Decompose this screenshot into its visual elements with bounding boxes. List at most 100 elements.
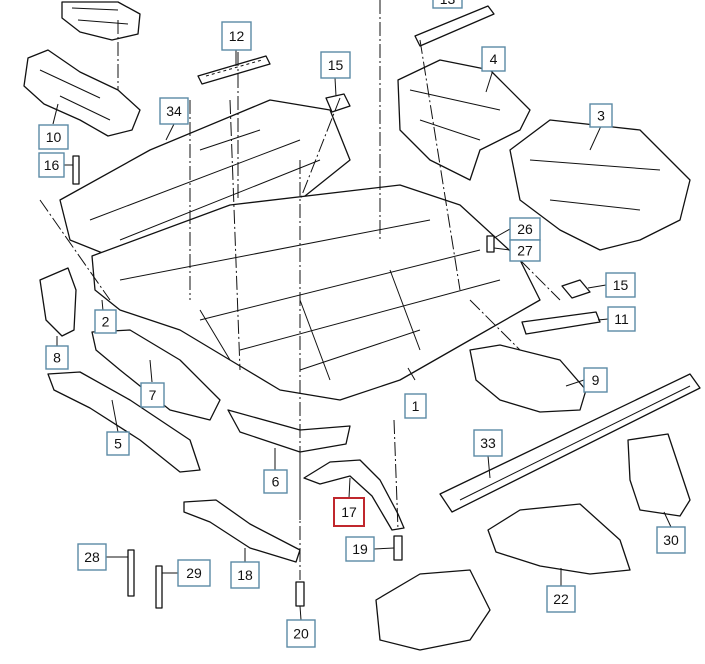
callout-30-box <box>656 526 686 554</box>
callout-17-label: 17 <box>341 504 357 520</box>
callout-30[interactable]: 30 <box>656 526 686 554</box>
part-26-27-bolt <box>486 235 495 253</box>
callout-8[interactable]: 8 <box>45 345 69 370</box>
callout-15-top-label: 15 <box>328 57 344 73</box>
callout-3[interactable]: 3 <box>589 103 613 128</box>
callout-20-label: 20 <box>293 626 309 642</box>
parts-drawing <box>23 0 701 651</box>
part-20-bolt <box>295 581 305 607</box>
part-34-rear-floor <box>59 99 351 261</box>
callout-27[interactable]: 27 <box>509 239 541 262</box>
callout-26-label: 26 <box>517 221 533 237</box>
part-5-side-rail <box>47 371 201 473</box>
callout-11-box <box>607 306 636 332</box>
callout-10-label: 10 <box>46 129 62 145</box>
callout-12-box <box>221 21 252 51</box>
callout-22-box <box>546 585 576 613</box>
part-19-bolt <box>393 535 403 561</box>
callout-18-label: 18 <box>237 567 253 583</box>
part-8-left-rail <box>39 267 77 337</box>
callout-27-box <box>509 239 541 262</box>
callout-7-label: 7 <box>149 387 157 403</box>
callout-10-box <box>38 124 69 150</box>
callout-33[interactable]: 33 <box>473 429 503 457</box>
callout-19-box <box>345 536 375 562</box>
callout-7-box <box>140 382 165 408</box>
callout-16[interactable]: 16 <box>38 152 65 178</box>
callout-6-box <box>263 469 288 494</box>
callout-29-box <box>177 559 211 587</box>
callout-33-box <box>473 429 503 457</box>
callout-3-box <box>589 103 613 128</box>
callout-1[interactable]: 1 <box>404 393 427 419</box>
callout-33-label: 33 <box>480 435 496 451</box>
callout-5[interactable]: 5 <box>106 431 130 456</box>
callout-13-label: 13 <box>440 0 456 7</box>
callout-12-label: 12 <box>229 28 245 44</box>
part-11-strip <box>521 311 601 335</box>
part-top-bracket <box>61 1 141 41</box>
callout-1-label: 1 <box>412 398 420 414</box>
callout-28-label: 28 <box>84 549 100 565</box>
callout-2[interactable]: 2 <box>94 309 117 334</box>
callout-10[interactable]: 10 <box>38 124 69 150</box>
callout-4-label: 4 <box>490 51 498 67</box>
callout-1-box <box>404 393 427 419</box>
callout-3-label: 3 <box>597 108 605 124</box>
callout-28-box <box>77 543 107 571</box>
callout-17[interactable]: 17 <box>333 497 365 527</box>
callout-8-box <box>45 345 69 370</box>
part-10-bracket <box>23 49 141 137</box>
callout-29[interactable]: 29 <box>177 559 211 587</box>
callout-22-label: 22 <box>553 591 569 607</box>
part-lower-bracket <box>375 569 491 651</box>
callout-18[interactable]: 18 <box>230 561 260 589</box>
callout-20[interactable]: 20 <box>286 619 316 648</box>
callout-4-box <box>481 46 506 72</box>
part-7-side-member <box>91 329 221 421</box>
callout-26[interactable]: 26 <box>509 217 541 241</box>
part-15-plate-right <box>561 279 591 299</box>
part-9-bracket <box>469 344 587 413</box>
callout-34[interactable]: 34 <box>159 97 189 125</box>
callout-5-box <box>106 431 130 456</box>
callout-28[interactable]: 28 <box>77 543 107 571</box>
callout-2-box <box>94 309 117 334</box>
callout-16-box <box>38 152 65 178</box>
callout-11-label: 11 <box>614 311 629 327</box>
part-28-stud <box>127 549 135 597</box>
callout-20-box <box>286 619 316 648</box>
callout-9-box <box>583 367 608 393</box>
callout-27-label: 27 <box>517 243 533 259</box>
callout-2-label: 2 <box>102 314 110 330</box>
callout-29-label: 29 <box>186 565 202 581</box>
part-30-side-bracket <box>627 433 691 517</box>
part-1-floor-pan <box>91 184 541 401</box>
callouts: 1 2 3 4 5 6 7 8 <box>38 0 686 648</box>
callout-9[interactable]: 9 <box>583 367 608 393</box>
callout-4[interactable]: 4 <box>481 46 506 72</box>
callout-11[interactable]: 11 <box>607 306 636 332</box>
callout-12[interactable]: 12 <box>221 21 252 51</box>
part-22-bracket <box>487 503 631 575</box>
callout-19[interactable]: 19 <box>345 536 375 562</box>
part-12-strip <box>197 55 271 85</box>
callout-5-label: 5 <box>114 436 122 452</box>
callout-13-box <box>432 0 463 9</box>
callout-7[interactable]: 7 <box>140 382 165 408</box>
callout-15-right-box <box>605 272 636 298</box>
callout-15-top-box <box>320 51 351 79</box>
callout-13[interactable]: 13 <box>432 0 463 9</box>
callout-19-label: 19 <box>352 541 368 557</box>
callout-15-right[interactable]: 15 <box>605 272 636 298</box>
callout-18-box <box>230 561 260 589</box>
callout-16-label: 16 <box>44 157 60 173</box>
callout-22[interactable]: 22 <box>546 585 576 613</box>
callout-6[interactable]: 6 <box>263 469 288 494</box>
callout-15-right-label: 15 <box>613 277 629 293</box>
callout-15-top[interactable]: 15 <box>320 51 351 79</box>
part-18-cross-rail <box>183 499 301 563</box>
part-17-bracket <box>303 459 405 531</box>
part-4-rear-panel <box>397 59 531 181</box>
